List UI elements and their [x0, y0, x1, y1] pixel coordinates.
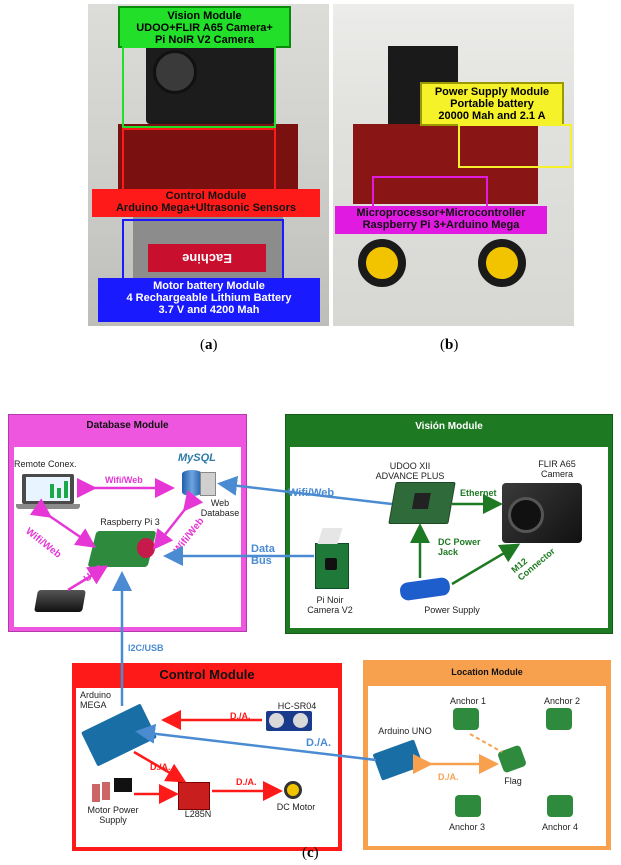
power-supply-outline: [458, 124, 572, 168]
hc-sr04-label: HC-SR04: [277, 701, 317, 711]
motor-power-cell-1: [92, 784, 100, 802]
ethernet-label: Ethernet: [460, 488, 497, 498]
arrow-laptop-rpi: [29, 498, 97, 548]
database-icon: [182, 470, 202, 496]
mysql-logo-icon: MySQL: [178, 452, 216, 464]
pi-noir-lens-shape: [325, 558, 337, 570]
microprocessor-module-label: Microprocessor+Microcontroller Raspberry…: [335, 206, 547, 234]
laptop-bar1: [50, 484, 54, 498]
raspberry-logo-icon: [137, 538, 155, 558]
mysql-logo-text: MySQL: [178, 452, 216, 464]
arduino-mega-label: Arduino MEGA: [80, 690, 112, 711]
vision-module-outline: [122, 46, 276, 128]
da-label-1: D./A.: [230, 711, 251, 721]
power-supply-label: Power Supply: [424, 605, 480, 615]
data-bus-label: Data Bus: [251, 543, 275, 568]
robot-b-wheel-right: [478, 239, 526, 287]
hc-sr04-eye-right: [293, 713, 308, 728]
anchor-1-icon: [453, 708, 479, 730]
l298n-label: L285N: [184, 809, 212, 819]
robot-b-wheel-left: [358, 239, 406, 287]
pi-noir-label: Pi Noir Camera V2: [307, 595, 353, 616]
control-module-title: Control Module: [159, 667, 255, 682]
dc-power-jack-label: DC Power Jack: [438, 537, 481, 557]
flir-camera-label: FLIR A65 Camera: [538, 459, 576, 480]
remote-conex-label: Remote Conex.: [14, 459, 77, 469]
location-da-label: D./A.: [438, 772, 459, 782]
arduino-uno-label: Arduino UNO: [378, 726, 432, 736]
vision-module-title: Visión Module: [415, 421, 483, 432]
motor-power-box: [114, 778, 132, 792]
battery-module-label: Motor battery Module 4 Rechargeable Lith…: [98, 278, 320, 322]
control-module-label: Control Module Arduino Mega+Ultrasonic S…: [92, 189, 320, 217]
flir-lens-shape: [508, 497, 544, 533]
anchor-3-label: Anchor 3: [448, 822, 486, 832]
dc-motor-label: DC Motor: [276, 802, 316, 812]
caption-b-letter: b: [445, 337, 454, 353]
arrow-anchor1-flag: [469, 733, 503, 753]
motor-power-supply-icon: [92, 778, 132, 802]
anchor-4-label: Anchor 4: [541, 822, 579, 832]
anchor-2-label: Anchor 2: [543, 696, 581, 706]
arrow-mega-l298: [133, 750, 187, 783]
anchor-2-icon: [546, 708, 572, 730]
database-module-title: Database Module: [86, 420, 169, 431]
motor-power-cell-2: [102, 782, 110, 800]
wifi-web-link-label: Wifi/Web: [288, 487, 335, 499]
arrow-m12: [451, 543, 521, 586]
flir-camera-icon: [502, 483, 582, 543]
udoo-label: UDOO XII ADVANCE PLUS: [375, 461, 445, 482]
anchor-4-icon: [547, 795, 573, 817]
caption-c-letter: c: [307, 845, 314, 861]
caption-c: (c): [302, 845, 319, 861]
dc-motor-icon: [284, 781, 302, 799]
web-database-label: Web Database: [200, 498, 240, 519]
anchor-3-icon: [455, 795, 481, 817]
robot-lens-shape: [153, 50, 197, 94]
da-label-3: D./A.: [236, 777, 257, 787]
location-module-title: Location Module: [451, 667, 523, 677]
i2c-usb-label: I2C/USB: [128, 643, 164, 653]
laptop-bar3: [64, 481, 68, 498]
caption-b: (b): [440, 337, 459, 353]
laptop-screen-shape: [26, 477, 70, 501]
pi-noir-camera-icon: [315, 543, 349, 589]
arrow-db-rpi: [152, 490, 204, 550]
arrow-uno-mega: [135, 723, 377, 762]
arrow-powerbank-rpi: [67, 565, 109, 592]
caption-a: (a): [200, 337, 218, 353]
hc-sr04-sensor-icon: [266, 711, 312, 731]
caption-a-letter: a: [205, 337, 213, 353]
da-link-label: D./A.: [306, 737, 332, 749]
power-supply-module-label: Power Supply Module Portable battery 200…: [420, 82, 564, 126]
motor-power-supply-label: Motor Power Supply: [87, 805, 139, 826]
laptop-bar2: [57, 488, 61, 498]
flag-label: Flag: [504, 776, 522, 786]
server-icon: [200, 472, 216, 496]
arrow-udoo-db: [217, 475, 393, 506]
robot-b-chassis-shape: [353, 124, 538, 204]
anchor-1-label: Anchor 1: [449, 696, 487, 706]
hc-sr04-eye-left: [269, 713, 284, 728]
